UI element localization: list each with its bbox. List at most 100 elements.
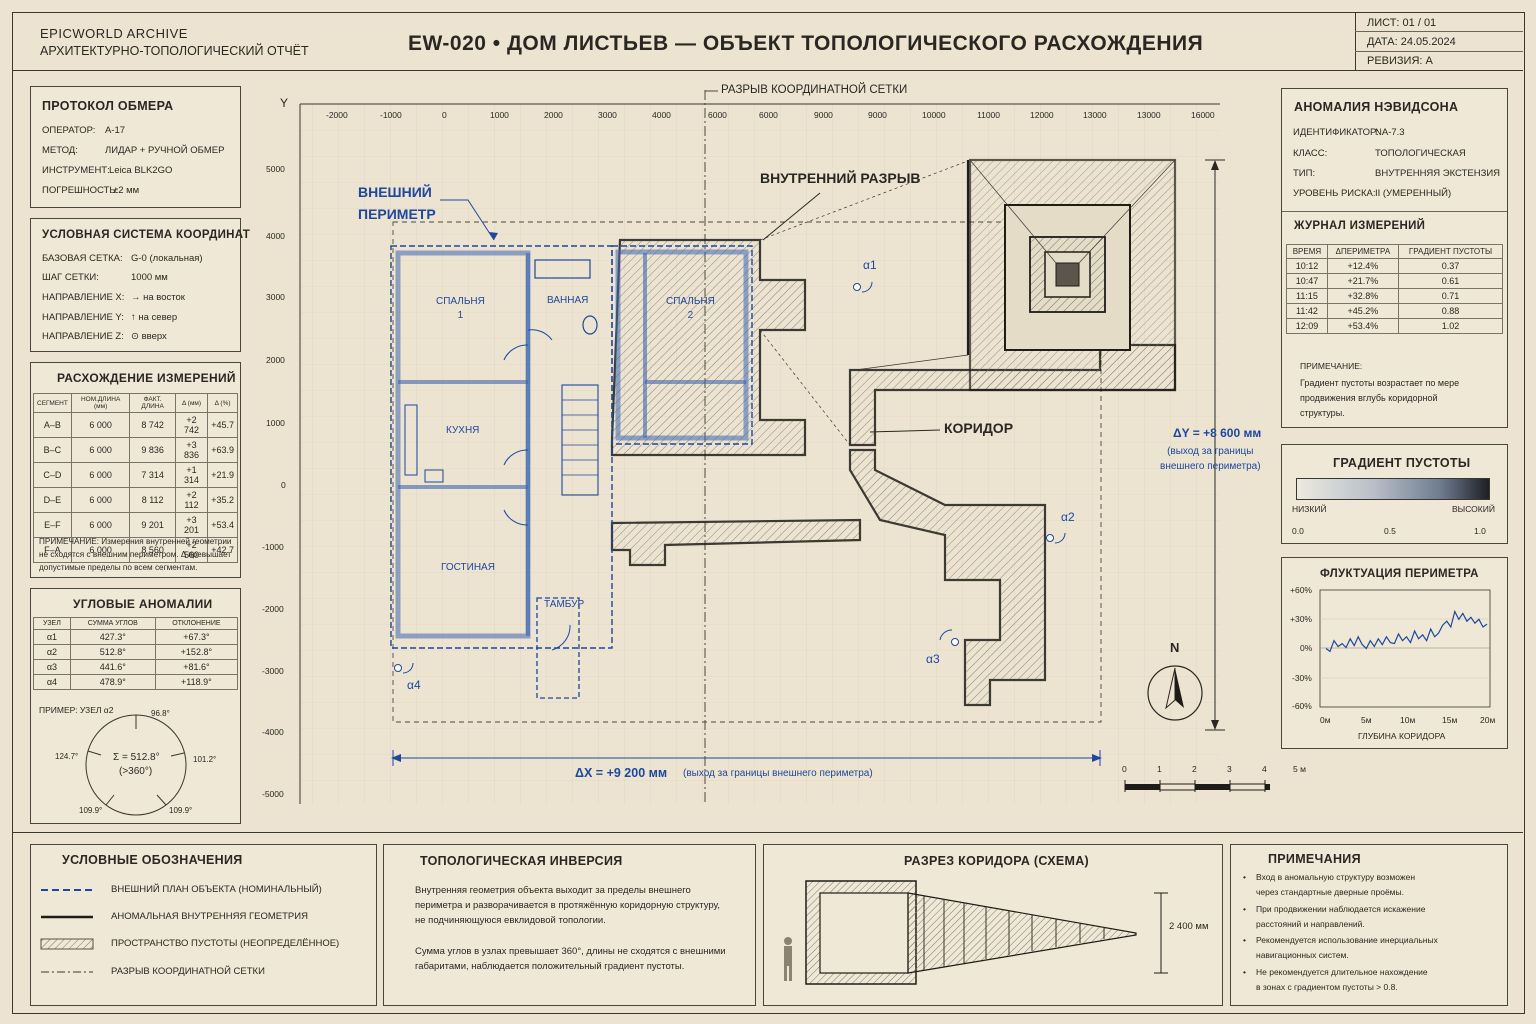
scale-label: 2: [1192, 764, 1197, 774]
anomaly-value: ТОПОЛОГИЧЕСКАЯ: [1375, 148, 1466, 159]
angle-circle: [85, 714, 187, 816]
bullet-icon: •: [1243, 935, 1246, 945]
dy-label: ΔY = +8 600 мм: [1173, 426, 1262, 440]
perspective-line: [854, 354, 969, 371]
x-tick: 2000: [544, 110, 563, 120]
dy-sub-label: (выход за границы внешнего периметра): [1160, 446, 1261, 472]
chart-x-tick: 10м: [1400, 715, 1416, 725]
scale-label: 1: [1157, 764, 1162, 774]
table-cell: +45.7: [207, 412, 238, 438]
table-cell: 9 836: [129, 437, 176, 463]
section-height-label: 2 400 мм: [1169, 921, 1209, 932]
north-arrow-right: [1175, 668, 1184, 708]
protocol-value: A-17: [105, 125, 126, 136]
x-tick: 0: [442, 110, 447, 120]
table-header-row: СЕГМЕНТ НОМ.ДЛИНА (мм) ФАКТ. ДЛИНА Δ (мм…: [33, 393, 238, 413]
north-label: N: [1170, 640, 1180, 655]
node-label-a2: α2: [1061, 510, 1075, 524]
table-cell: 427.3°: [69, 629, 156, 645]
log-note: Градиент пустоты возрастает по мере прод…: [1300, 378, 1460, 418]
table-row: 10:47+21.7%0.61: [1286, 273, 1504, 289]
north-arrow-circle: [1147, 665, 1203, 721]
scale-label: 0: [1122, 764, 1127, 774]
protocol-label: ПОГРЕШНОСТЬ:: [42, 185, 119, 196]
table-cell: +2 560: [174, 537, 209, 563]
floor-plan: [299, 90, 1270, 804]
anomaly-panel: АНОМАЛИЯ НЭВИДСОНА ИДЕНТИФИКАТОР: NA-7.3…: [1281, 88, 1508, 428]
room-living: ГОСТИНАЯ: [441, 562, 495, 573]
anomaly-title: АНОМАЛИЯ НЭВИДСОНА: [1294, 100, 1459, 114]
coord-value: ⊙ вверх: [131, 331, 167, 342]
angular-example-label: ПРИМЕР: УЗЕЛ α2: [39, 705, 114, 715]
table-cell: C–D: [33, 462, 72, 488]
x-tick: 6000: [708, 110, 727, 120]
room-kitchen: КУХНЯ: [446, 425, 480, 436]
table-header: УЗЕЛ: [33, 617, 71, 630]
anomaly-label: УРОВЕНЬ РИСКА:: [1293, 188, 1376, 199]
page-title: EW-020 • ДОМ ЛИСТЬЕВ — ОБЪЕКТ ТОПОЛОГИЧЕ…: [408, 32, 1204, 55]
y-tick: -3000: [262, 666, 284, 676]
person-figure-head: [784, 937, 792, 945]
angle-value: 124.7°: [55, 752, 79, 761]
angle-tick: [105, 794, 115, 806]
sheet-number: ЛИСТ: 01 / 01: [1367, 17, 1437, 29]
y-tick: 1000: [266, 418, 285, 428]
anomaly-label: ИДЕНТИФИКАТОР:: [1293, 127, 1379, 138]
survey-protocol-title: ПРОТОКОЛ ОБМЕРА: [42, 99, 174, 113]
section-title: РАЗРЕЗ КОРИДОРА (СХЕМА): [904, 854, 1090, 868]
sheet-revision: РЕВИЗИЯ: A: [1367, 55, 1433, 67]
table-cell: +32.8%: [1326, 288, 1399, 304]
node-arc: [939, 629, 953, 641]
node-label-a1: α1: [863, 258, 877, 272]
measurement-log-title: ЖУРНАЛ ИЗМЕРЕНИЙ: [1294, 220, 1426, 232]
table-cell: 6 000: [70, 512, 131, 538]
wall-east: [615, 249, 749, 441]
x-tick: 1000: [490, 110, 509, 120]
x-tick: 13000: [1083, 110, 1107, 120]
door-swing: [503, 344, 529, 361]
room-bedroom-1: СПАЛЬНЯ 1: [436, 296, 485, 321]
table-header: СУММА УГЛОВ: [69, 617, 156, 630]
legend-panel: УСЛОВНЫЕ ОБОЗНАЧЕНИЯ ВНЕШНИЙ ПЛАН ОБЪЕКТ…: [30, 844, 377, 1006]
corridor-leader: [869, 429, 941, 433]
gradient-tick: 1.0: [1474, 526, 1486, 536]
y-tick: -5000: [262, 789, 284, 799]
log-note-title: ПРИМЕЧАНИЕ:: [1300, 361, 1363, 371]
protocol-label: ОПЕРАТОР:: [42, 125, 96, 136]
table-header: СЕГМЕНТ: [33, 393, 72, 413]
angle-tick: [156, 794, 167, 806]
table-cell: +21.9: [207, 462, 238, 488]
coord-value: ↑ на север: [131, 312, 178, 323]
y-axis-label: Y: [280, 96, 289, 110]
section-opening: [819, 892, 909, 974]
dx-sub-label: (выход за границы внешнего периметра): [683, 768, 873, 779]
angular-sum-note: (>360°): [119, 766, 153, 777]
protocol-value: ЛИДАР + РУЧНОЙ ОБМЕР: [105, 145, 225, 156]
table-cell: 512.8°: [69, 644, 156, 660]
gradient-tick: 0.0: [1292, 526, 1304, 536]
note-line: навигационных систем.: [1256, 950, 1349, 960]
chart-y-tick: -30%: [1292, 673, 1312, 683]
scale-bar-seg: [1229, 783, 1266, 791]
person-figure-leg: [784, 966, 787, 981]
table-cell: A–B: [33, 412, 72, 438]
table-cell: 8 742: [129, 412, 176, 438]
report-type: АРХИТЕКТУРНО-ТОПОЛОГИЧЕСКИЙ ОТЧЁТ: [40, 44, 309, 58]
table-cell: F–A: [33, 537, 72, 563]
table-cell: +152.8°: [154, 644, 239, 660]
door-swing: [527, 329, 553, 341]
table-header: НОМ.ДЛИНА (мм): [70, 393, 131, 413]
table-header-row: УЗЕЛ СУММА УГЛОВ ОТКЛОНЕНИЕ: [33, 617, 239, 630]
node-label-a4: α4: [407, 678, 421, 692]
table-cell: +53.4%: [1326, 318, 1399, 334]
legend-symbol-void: [40, 938, 94, 950]
fluctuation-panel: ФЛУКТУАЦИЯ ПЕРИМЕТРА +60% +30% 0% -30% -…: [1281, 557, 1508, 749]
table-cell: +67.3°: [154, 629, 239, 645]
table-header: ВРЕМЯ: [1286, 244, 1328, 259]
